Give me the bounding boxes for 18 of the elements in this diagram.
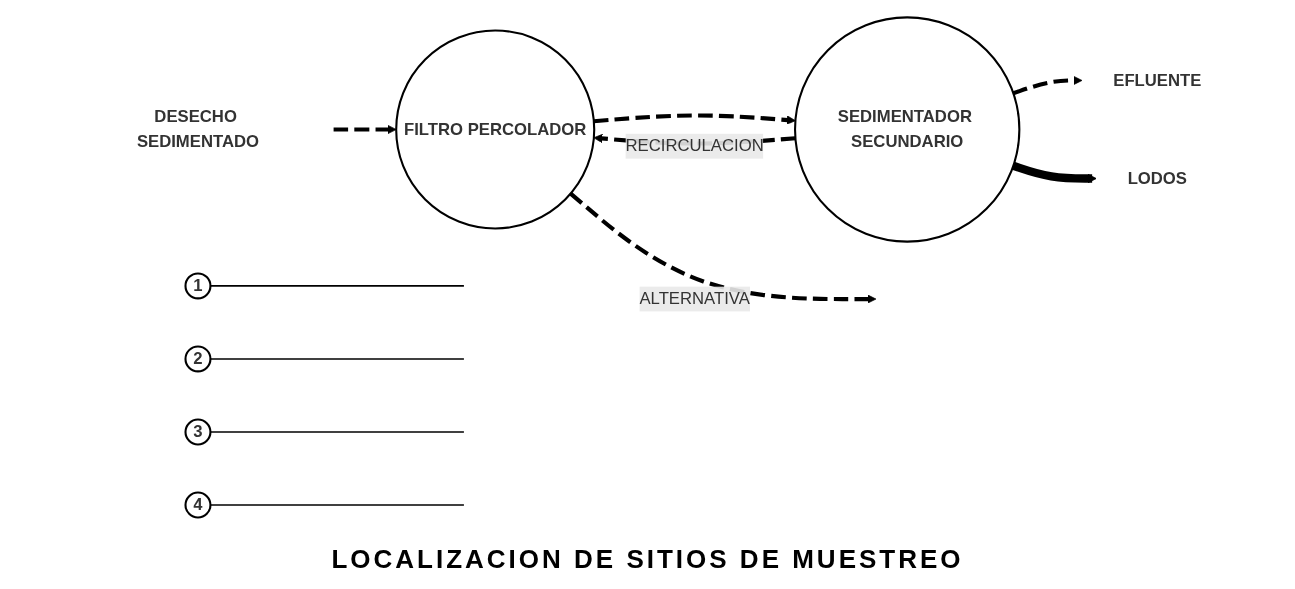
flow-diagram: RECIRCULACION ALTERNATIVA DESECHO SEDIMENTADO FILTRO PERCOLADOR SEDIMENTADOR SECUNDARIO EFLUENTE LODOS 1 2 3 4 — [0, 9, 1295, 529]
node-circle — [395, 29, 596, 230]
arrow — [333, 124, 397, 135]
node-circle — [794, 16, 1021, 243]
arrow — [593, 113, 796, 125]
edge-label: RECIRCULACION — [625, 136, 764, 155]
node-text: DESECHO SEDIMENTADO — [136, 107, 260, 151]
node-circle — [184, 418, 212, 446]
node-text: LODOS — [1127, 169, 1187, 187]
arrow — [1012, 75, 1083, 96]
node-circle — [184, 345, 212, 373]
arrow — [569, 192, 877, 304]
node-circle — [184, 272, 212, 300]
arrow — [1012, 161, 1097, 184]
caption: LOCALIZACION DE SITIOS DE MUESTREO — [331, 544, 964, 575]
node-circle — [184, 491, 212, 519]
edge-label: ALTERNATIVA — [639, 289, 750, 308]
node-text: EFLUENTE — [1113, 71, 1202, 89]
